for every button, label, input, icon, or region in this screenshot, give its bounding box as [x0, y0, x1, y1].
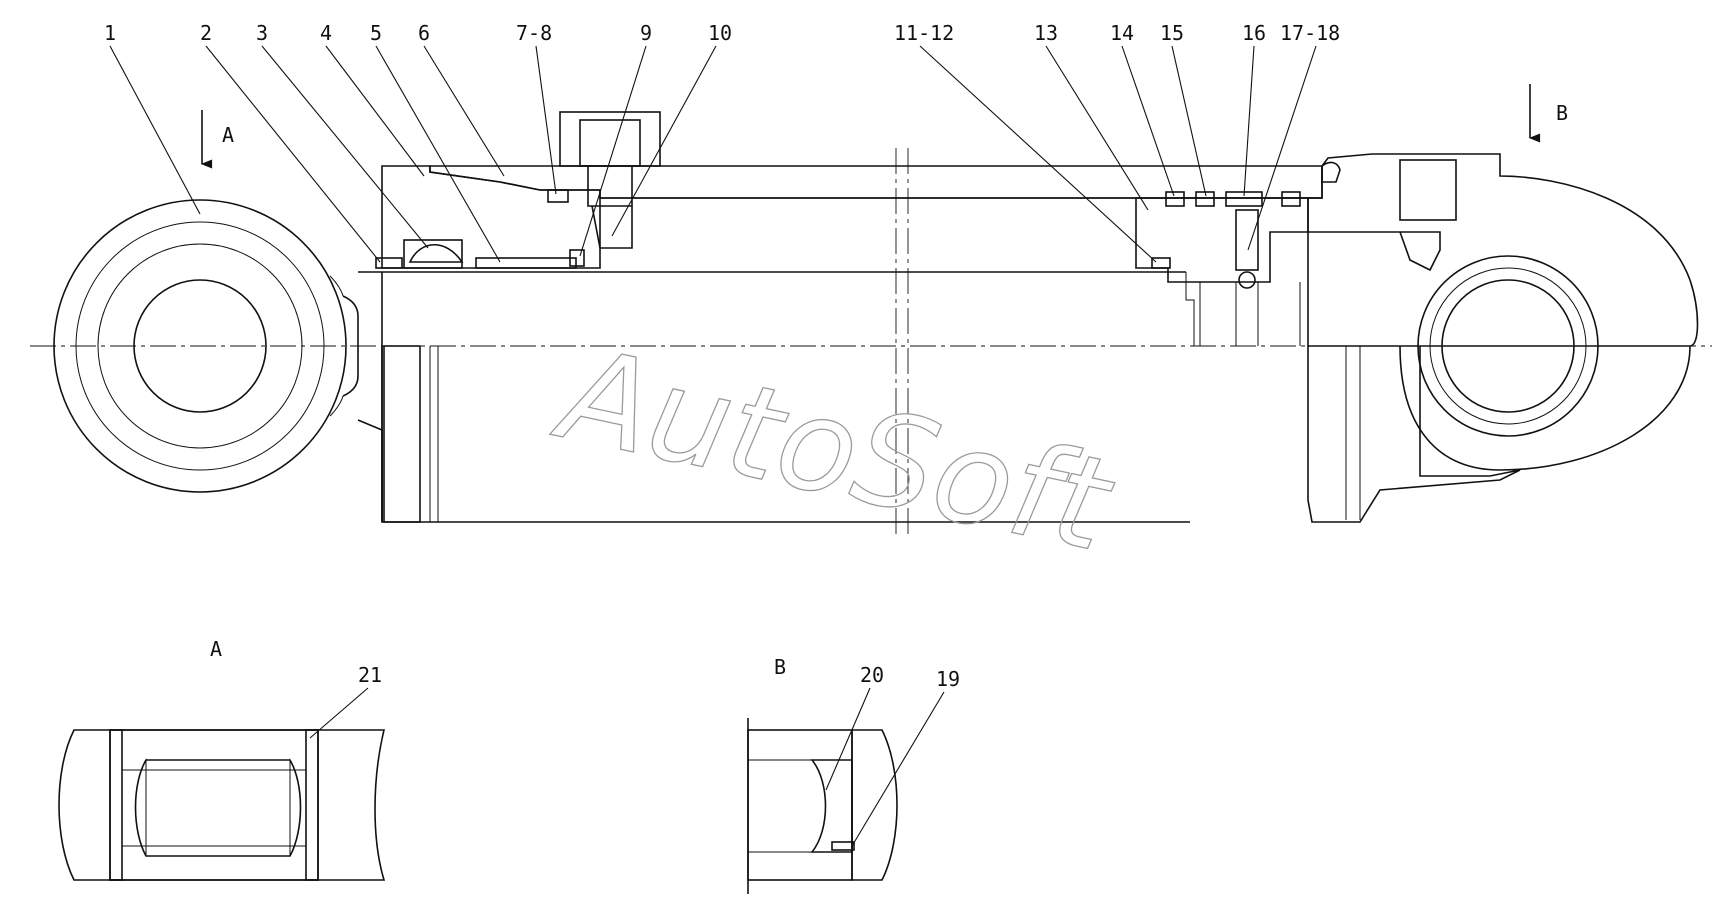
- cylinder-cap: [1307, 153, 1699, 523]
- view-label-a: A: [222, 123, 234, 147]
- callout-labels: 1 2 3 4 5 6 7-8 9 10 11-12 13 14 15 16 1…: [104, 21, 1340, 263]
- cylinder-section-view: A B: [30, 84, 1712, 536]
- callout-1: 1: [104, 21, 116, 45]
- callout-2: 2: [200, 21, 212, 45]
- callout-17-18: 17-18: [1280, 21, 1340, 45]
- rod-eye: [53, 199, 359, 493]
- callout-4: 4: [320, 21, 332, 45]
- callout-21: 21: [358, 663, 382, 687]
- callout-13: 13: [1034, 21, 1058, 45]
- callout-10: 10: [708, 21, 732, 45]
- callout-20: 20: [860, 663, 884, 687]
- detail-b: B 20 19: [747, 655, 960, 894]
- callout-9: 9: [640, 21, 652, 45]
- callout-11-12: 11-12: [894, 21, 954, 45]
- detail-a-title: A: [210, 637, 222, 661]
- callout-16: 16: [1242, 21, 1266, 45]
- callout-7-8: 7-8: [516, 21, 552, 45]
- callout-3: 3: [256, 21, 268, 45]
- cylinder-head: [375, 165, 601, 269]
- port-boss-left: [547, 111, 661, 249]
- callout-19: 19: [936, 667, 960, 691]
- view-label-b: B: [1556, 101, 1568, 125]
- callout-14: 14: [1110, 21, 1134, 45]
- callout-6: 6: [418, 21, 430, 45]
- watermark: AutoSoft: [543, 319, 1125, 582]
- callout-15: 15: [1160, 21, 1184, 45]
- callout-5: 5: [370, 21, 382, 45]
- detail-b-title: B: [774, 655, 786, 679]
- piston: [1135, 191, 1309, 346]
- detail-a: A 21: [58, 637, 386, 881]
